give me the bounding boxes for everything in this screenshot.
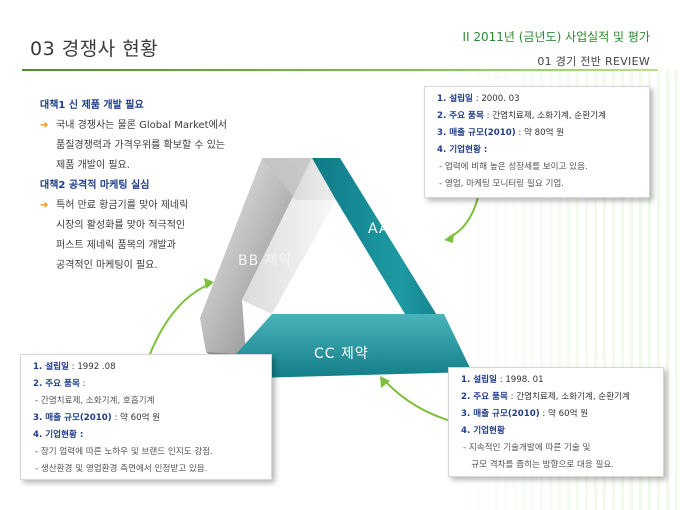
strategy-2-title: 대책2 공격적 마케팅 실심 [40, 180, 150, 191]
value: : 약 60억 원 [539, 409, 589, 419]
header-divider [22, 69, 658, 71]
arrowhead-icon [204, 278, 214, 289]
aa-status-line: - 업력에 비해 높은 성장세를 보이고 있음. [439, 162, 588, 172]
label: 2. 주요 품목 [33, 379, 80, 389]
value: : 1998. 01 [496, 375, 544, 385]
bb-status-line: - 장기 업력에 따른 노하우 및 브랜드 인지도 강점. [35, 447, 213, 457]
bb-status-line: - 생산환경 및 영업환경 측면에서 인정받고 있음. [35, 464, 208, 474]
label: 2. 주요 품목 [437, 111, 484, 121]
cc-sales: 3. 매출 규모(2010) : 약 60억 원 [461, 406, 653, 423]
arrowhead-icon [380, 376, 390, 388]
bb-products: 2. 주요 품목 : [33, 376, 261, 393]
value: : 2000. 03 [472, 94, 520, 104]
value: : [79, 379, 86, 389]
label: 1. 설립일 [437, 94, 473, 104]
value: : 약 80억 원 [515, 128, 565, 138]
arrow-right-icon: ➔ [40, 120, 49, 131]
strategy-1-item: ➔ 국내 경쟁사는 물론 Global Market에서 품질경쟁력과 가격우위… [40, 116, 290, 176]
strategy-1-title: 대책1 신 제품 개발 필요 [40, 100, 144, 111]
cc-status-label: 4. 기업현황 [461, 426, 505, 436]
triangle-bottom-band [236, 314, 472, 378]
section-title: II 2011년 (금년도) 사업실적 및 평가 [462, 30, 651, 44]
triangle-left-band [200, 158, 312, 382]
aa-sales: 3. 매출 규모(2010) : 약 80억 원 [437, 125, 639, 142]
cc-status-line: 규모 격차를 좁히는 방향으로 대응 필요. [463, 460, 615, 470]
bb-status-label: 4. 기업현황 : [33, 430, 84, 440]
cc-status-line: - 지속적인 기술개발에 따른 기술 및 [463, 443, 591, 453]
cc-label: CC 제약 [314, 346, 369, 362]
value: : 약 60억 원 [111, 413, 161, 423]
strategy-2-line: 특허 만료 황금기를 맞아 제네릭 [56, 200, 189, 211]
connector-aa [447, 196, 479, 239]
bb-founded: 1. 설립일 : 1992 .08 [33, 359, 261, 376]
triangle-top-fold [262, 158, 336, 200]
arrowhead-icon [444, 233, 454, 243]
bb-company-box: 1. 설립일 : 1992 .08 2. 주요 품목 : - 간염치료제, 소화… [20, 354, 272, 480]
bb-products-line: - 간염치료제, 소화기계, 호흡기계 [35, 396, 155, 406]
strategy-1-line: 품질경쟁력과 가격우위를 확보할 수 있는 [56, 140, 226, 151]
value: : 간염치료제, 소화기계, 순환기계 [483, 111, 606, 121]
connector-bb [149, 283, 211, 355]
label: 1. 설립일 [33, 362, 69, 372]
strategy-2-line: 시장의 활성화를 맞아 적극적인 [56, 220, 186, 231]
arrow-right-icon: ➔ [40, 200, 49, 211]
value: : 간염치료제, 소화기계, 순환기계 [507, 392, 630, 402]
label: 1. 설립일 [461, 375, 497, 385]
subsection-title: 01 경기 전반 REVIEW [537, 55, 650, 68]
cc-products: 2. 주요 품목 : 간염치료제, 소화기계, 순환기계 [461, 389, 653, 406]
label: 2. 주요 품목 [461, 392, 508, 402]
bb-sales: 3. 매출 규모(2010) : 약 60억 원 [33, 410, 261, 427]
aa-status-line: - 영업, 마케팅 모니터링 필요 기업. [439, 179, 565, 189]
strategy-1-line: 국내 경쟁사는 물론 Global Market에서 [56, 120, 227, 131]
strategy-1-line: 제품 개발이 필요. [56, 160, 130, 171]
aa-products: 2. 주요 품목 : 간염치료제, 소화기계, 순환기계 [437, 108, 639, 125]
page-title: 03 경쟁사 현황 [30, 38, 159, 60]
aa-status-label: 4. 기업현황 : [437, 145, 488, 155]
strategy-2-line: 공격적인 마케팅이 필요. [56, 260, 158, 271]
strategy-2-line: 퍼스트 제네릭 품목의 개발과 [56, 240, 176, 251]
aa-label: AA 제약 [368, 221, 423, 237]
strategy-section: 대책1 신 제품 개발 필요 ➔ 국내 경쟁사는 물론 Global Marke… [40, 96, 290, 276]
connector-cc [383, 379, 455, 423]
aa-founded: 1. 설립일 : 2000. 03 [437, 91, 639, 108]
label: 3. 매출 규모(2010) [33, 413, 112, 423]
strategy-2-item: ➔ 특허 만료 황금기를 맞아 제네릭 시장의 활성화를 맞아 적극적인 퍼스트… [40, 196, 290, 276]
label: 3. 매출 규모(2010) [461, 409, 540, 419]
cc-company-box: 1. 설립일 : 1998. 01 2. 주요 품목 : 간염치료제, 소화기계… [448, 367, 664, 477]
label: 3. 매출 규모(2010) [437, 128, 516, 138]
cc-founded: 1. 설립일 : 1998. 01 [461, 372, 653, 389]
bb-label: BB 제약 [238, 253, 293, 269]
aa-company-box: 1. 설립일 : 2000. 03 2. 주요 품목 : 간염치료제, 소화기계… [424, 86, 650, 198]
value: : 1992 .08 [68, 362, 116, 372]
